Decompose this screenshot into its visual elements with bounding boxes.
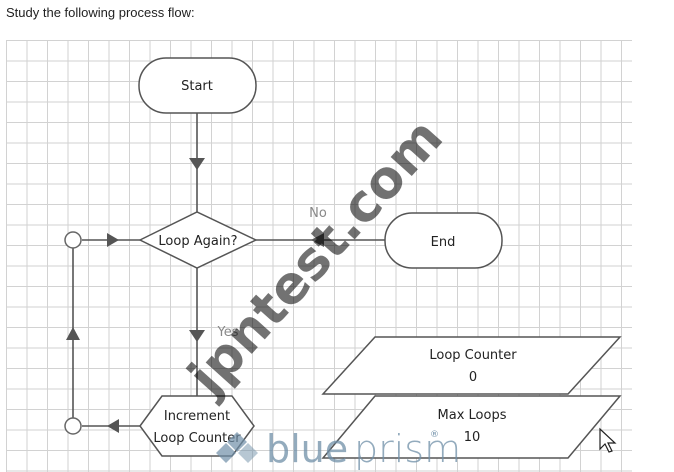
increment-stage[interactable]: Increment Loop Counter [139, 395, 255, 457]
arrow-left-icon [107, 419, 119, 433]
anchor-circle-top[interactable] [64, 231, 82, 249]
start-label: Start [181, 79, 213, 94]
loop-counter-name: Loop Counter [429, 348, 517, 363]
anchor-circle-bottom[interactable] [64, 417, 82, 435]
max-loops-value: 10 [464, 430, 481, 445]
arrow-right-icon [107, 233, 119, 247]
end-label: End [431, 235, 456, 250]
mouse-cursor-icon [599, 427, 617, 453]
arrow-up-icon [66, 327, 80, 340]
no-branch-label: No [309, 206, 327, 221]
end-stage[interactable]: End [384, 212, 503, 269]
decision-stage[interactable]: Loop Again? [138, 211, 258, 269]
blueprism-logo: blue prism ® [216, 427, 461, 471]
max-loops-name: Max Loops [438, 408, 507, 423]
question-text: Study the following process flow: [6, 5, 195, 20]
decision-label: Loop Again? [158, 234, 237, 249]
arrow-left-icon [311, 233, 324, 247]
arrow-down-icon [189, 330, 205, 342]
brand-text-blue: blue [266, 427, 348, 471]
brand-registered-mark: ® [430, 430, 439, 440]
loop-counter-data-item[interactable]: Loop Counter 0 [321, 336, 622, 395]
loop-counter-value: 0 [469, 370, 477, 385]
start-stage[interactable]: Start [138, 57, 257, 114]
increment-label-line2: Loop Counter [153, 431, 241, 446]
yes-branch-label: Yes [217, 325, 239, 340]
brand-text-prism: prism [354, 427, 461, 471]
increment-label-line1: Increment [164, 409, 230, 424]
arrow-down-icon [189, 158, 205, 170]
max-loops-data-item[interactable]: Max Loops 10 [321, 395, 622, 459]
